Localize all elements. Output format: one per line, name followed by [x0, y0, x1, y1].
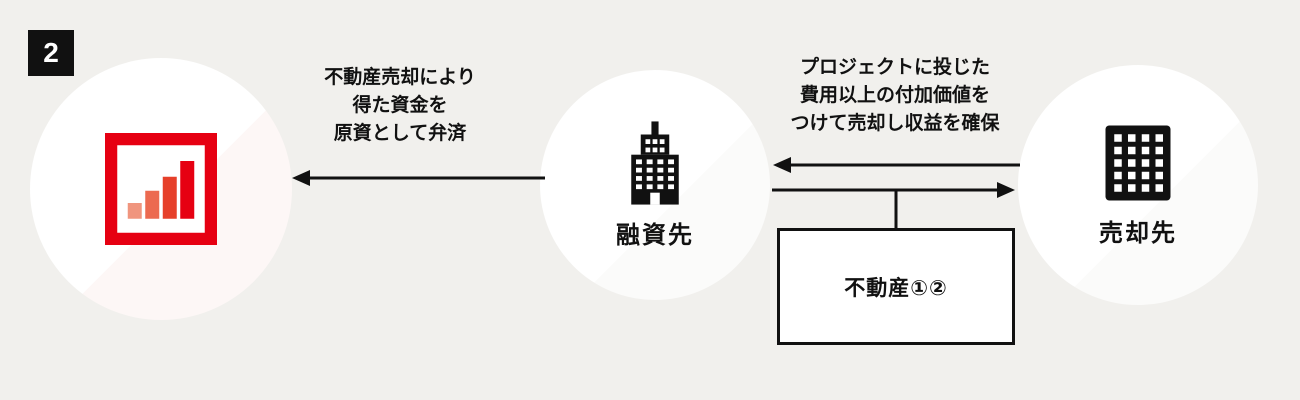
office-tower-icon	[631, 120, 679, 205]
buyer-node: 売却先	[1018, 65, 1258, 305]
tower-windows	[636, 138, 674, 205]
sell-arrow-right	[772, 182, 1015, 198]
repay-caption: 不動産売却により 得た資金を 原資として弁済	[250, 64, 550, 148]
property-box: 不動産①②	[777, 228, 1015, 345]
caption-line: 不動産売却により	[324, 67, 476, 88]
sell-caption: プロジェクトに投じた 費用以上の付加価値を つけて売却し収益を確保	[728, 54, 1062, 138]
caption-line: 原資として弁済	[333, 123, 467, 144]
property-box-label: 不動産①②	[844, 276, 948, 300]
caption-line: 得た資金を	[352, 95, 448, 116]
caption-line: プロジェクトに投じた	[799, 57, 990, 78]
logo-bars	[127, 161, 195, 219]
repay-arrow	[292, 170, 545, 186]
buyer-label: 売却先	[1099, 219, 1177, 247]
caption-line: 費用以上の付加価値を	[799, 85, 990, 106]
sell-arrow-left	[773, 157, 1020, 173]
lender-node: 融資先	[540, 70, 770, 300]
bank-node	[30, 58, 292, 320]
bar-chart-logo-icon	[105, 133, 217, 245]
lender-label: 融資先	[616, 221, 694, 249]
caption-line: つけて売却し収益を確保	[790, 113, 1000, 134]
step-number-badge: 2	[28, 30, 74, 76]
apartment-building-icon	[1105, 125, 1171, 200]
building-windows	[1114, 133, 1163, 192]
